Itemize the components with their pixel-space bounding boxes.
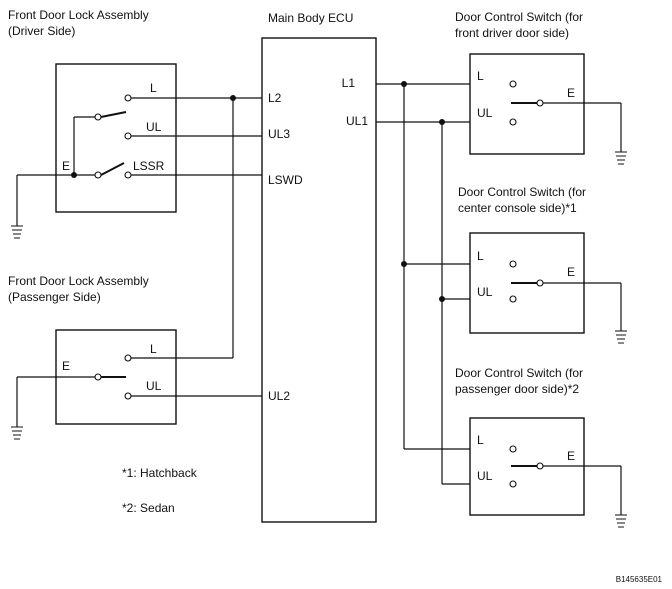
driver-lock-box	[55, 63, 177, 213]
junction-node-l1-console	[401, 261, 407, 267]
passenger-lock-terminal-ul	[124, 392, 132, 400]
driver-door-lock-assembly: Front Door Lock Assembly (Driver Side) L…	[8, 8, 177, 239]
door-switch-passenger: Door Control Switch (for passenger door …	[455, 366, 627, 528]
passenger-door-lock-assembly: Front Door Lock Assembly (Passenger Side…	[8, 274, 177, 440]
passenger-lock-label-l: L	[150, 342, 157, 356]
driver-lock-terminal-lssr	[124, 171, 132, 179]
passenger-lock-label-e: E	[62, 359, 70, 373]
junction-node-l2	[230, 95, 236, 101]
driver-lock-switch-blade	[100, 111, 127, 118]
driver-lock-label-e: E	[62, 159, 70, 173]
driver-lock-lssr-pivot	[94, 171, 102, 179]
switch-front-label-e: E	[567, 86, 575, 100]
ground-symbol	[615, 151, 627, 165]
ecu-box	[261, 37, 377, 523]
footnote-sedan: *2: Sedan	[122, 501, 175, 515]
passenger-lock-terminal-l	[124, 354, 132, 362]
main-body-ecu: Main Body ECU L2 UL3 LSWD UL2 L1 UL1	[261, 11, 377, 523]
door-switch-center-console: Door Control Switch (for center console …	[458, 185, 627, 344]
driver-lock-label-ul: UL	[146, 120, 162, 134]
switch-console-terminal-l	[509, 260, 517, 268]
switch-passenger-title-line2: passenger door side)*2	[455, 382, 579, 396]
driver-lock-lssr-blade	[100, 162, 125, 176]
switch-console-terminal-e	[536, 279, 544, 287]
ground-symbol	[615, 514, 627, 528]
driver-lock-label-l: L	[150, 81, 157, 95]
ground-symbol	[11, 426, 23, 440]
ecu-pin-l2: L2	[268, 91, 282, 105]
switch-console-label-l: L	[477, 249, 484, 263]
switch-console-terminal-ul	[509, 295, 517, 303]
left-wiring	[131, 95, 262, 397]
figure-id: B145635E01	[616, 575, 663, 584]
door-switch-front-driver: Door Control Switch (for front driver do…	[455, 10, 627, 165]
passenger-lock-title-line1: Front Door Lock Assembly	[8, 274, 149, 288]
ecu-pin-ul1: UL1	[346, 114, 368, 128]
switch-front-title-line1: Door Control Switch (for	[455, 10, 583, 24]
driver-lock-label-lssr: LSSR	[133, 159, 165, 173]
switch-front-terminal-l	[509, 80, 517, 88]
ground-symbol	[11, 225, 23, 239]
switch-front-terminal-e	[536, 99, 544, 107]
switch-passenger-label-ul: UL	[477, 469, 493, 483]
ecu-title: Main Body ECU	[268, 11, 353, 25]
switch-console-title-line2: center console side)*1	[458, 201, 577, 215]
switch-console-label-ul: UL	[477, 285, 493, 299]
driver-lock-title-line2: (Driver Side)	[8, 24, 75, 38]
ground-symbol	[615, 330, 627, 344]
switch-front-terminal-ul	[509, 118, 517, 126]
switch-passenger-terminal-e	[536, 462, 544, 470]
footnote-hatchback: *1: Hatchback	[122, 466, 198, 480]
passenger-lock-label-ul: UL	[146, 379, 162, 393]
ecu-pin-lswd: LSWD	[268, 173, 303, 187]
junction-node-ul1	[439, 119, 445, 125]
passenger-lock-pivot-terminal	[94, 373, 102, 381]
switch-passenger-title-line1: Door Control Switch (for	[455, 366, 583, 380]
switch-console-title-line1: Door Control Switch (for	[458, 185, 586, 199]
ecu-pin-l1: L1	[342, 76, 356, 90]
switch-passenger-label-e: E	[567, 449, 575, 463]
switch-passenger-terminal-ul	[509, 480, 517, 488]
driver-lock-terminal-l	[124, 94, 132, 102]
junction-node-l1	[401, 81, 407, 87]
junction-node-ul1-console	[439, 296, 445, 302]
switch-passenger-label-l: L	[477, 433, 484, 447]
driver-lock-pivot-terminal	[94, 113, 102, 121]
driver-lock-terminal-ul	[124, 132, 132, 140]
driver-lock-title-line1: Front Door Lock Assembly	[8, 8, 149, 22]
switch-console-label-e: E	[567, 265, 575, 279]
switch-passenger-terminal-l	[509, 445, 517, 453]
ecu-pin-ul3: UL3	[268, 127, 290, 141]
switch-front-title-line2: front driver door side)	[455, 26, 569, 40]
switch-front-label-ul: UL	[477, 106, 493, 120]
passenger-lock-title-line2: (Passenger Side)	[8, 290, 101, 304]
ecu-pin-ul2: UL2	[268, 389, 290, 403]
switch-front-label-l: L	[477, 69, 484, 83]
